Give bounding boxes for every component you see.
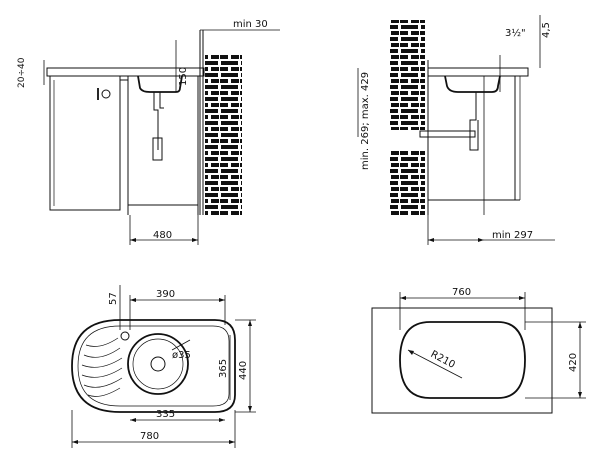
- dim-390-label: 390: [156, 289, 175, 300]
- dim-height-label: min. 269; max. 429: [360, 72, 371, 170]
- dim-drain-label: 3½": [505, 27, 526, 39]
- tap-hole: [120, 331, 130, 341]
- side-view-left: min 30 20÷40 150 480: [17, 19, 280, 245]
- brick-wall-right-lower: [390, 150, 425, 215]
- dim-4-5-label: 4,5: [541, 22, 552, 38]
- plan-view: 57 390 ø35 365 440 335 780: [71, 285, 256, 448]
- dim-min30-label: min 30: [233, 19, 268, 30]
- countertop-cutout-hatch: [371, 307, 553, 414]
- dim-countertop-label: 20÷40: [17, 57, 27, 88]
- dim-min297-label: min 297: [492, 230, 533, 241]
- dim-150-label: 150: [178, 67, 189, 86]
- dim-780-label: 780: [140, 431, 159, 442]
- cabinet-left: [49, 76, 121, 211]
- sink-outline: [71, 319, 236, 413]
- cutout-opening: [399, 321, 526, 399]
- dim-760-label: 760: [452, 287, 471, 298]
- sink-bowl-plan: [127, 333, 189, 395]
- dim-o35-label: ø35: [172, 350, 191, 361]
- dim-57-label: 57: [108, 292, 119, 305]
- dim-365-label: 365: [218, 359, 229, 378]
- brick-wall-left: [205, 55, 242, 215]
- dim-420-label: 420: [568, 353, 579, 372]
- cutout-view: 760 R210 420: [371, 287, 586, 414]
- countertop-left: [46, 67, 205, 77]
- dim-440-label: 440: [238, 361, 249, 380]
- dim-335-label: 335: [156, 409, 175, 420]
- drain-hole: [150, 356, 166, 372]
- countertop-right: [427, 67, 529, 77]
- sink-bowl-left: [137, 75, 183, 93]
- dim-480-label: 480: [153, 230, 172, 241]
- brick-wall-right-upper: [390, 20, 425, 130]
- side-view-right: 4,5 3½" min. 269; max. 429 min 297: [357, 15, 555, 245]
